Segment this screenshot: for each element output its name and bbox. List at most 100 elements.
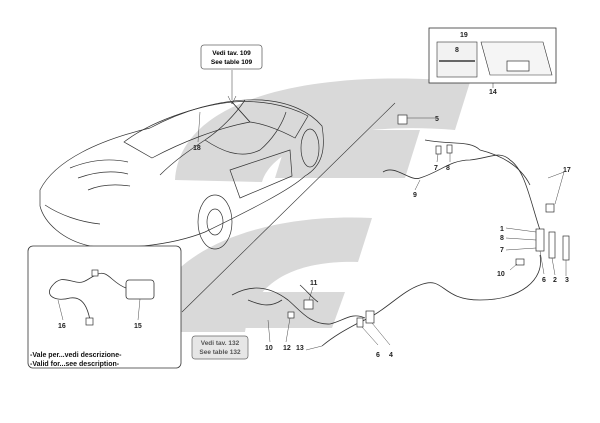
callout-11: 11 xyxy=(310,280,318,287)
ref-tag-109-en: See table 109 xyxy=(211,59,253,66)
leader-8b xyxy=(505,237,537,241)
callout-14: 14 xyxy=(489,89,497,96)
car-front-grille xyxy=(44,204,101,225)
leader-6a xyxy=(539,250,545,275)
harness-lines xyxy=(231,139,542,347)
ref-tag-132-box xyxy=(191,335,249,360)
part-19-label-band xyxy=(439,60,475,62)
watermark-bar-upper xyxy=(275,130,420,178)
validity-note-it: -Vale per...vedi descrizione- xyxy=(30,352,122,359)
callout-19-inner: 8 xyxy=(455,47,459,54)
callout-10a: 10 xyxy=(497,271,505,278)
leader-10b xyxy=(267,319,271,343)
part-19-label xyxy=(436,41,478,78)
part-14-bracket xyxy=(506,60,530,72)
ref-tag-109-it: Vedi tav. 109 xyxy=(212,50,251,57)
watermark-logo xyxy=(148,78,470,332)
callout-labels: 18 19 8 14 5 7 8 9 17 1 8 7 10 6 2 3 11 … xyxy=(58,32,571,359)
callout-7b: 7 xyxy=(500,247,504,254)
leader-10a xyxy=(509,263,518,271)
callout-6b: 6 xyxy=(376,352,380,359)
leader-1 xyxy=(505,227,537,233)
ref-tag-132: Vedi tav. 132 See table 132 xyxy=(191,335,249,360)
harness-antenna-run xyxy=(231,287,366,325)
leader-6b xyxy=(361,326,379,346)
connector-5 xyxy=(397,114,408,125)
harness-lower xyxy=(321,254,542,347)
harness-small xyxy=(247,284,319,306)
leader-15 xyxy=(137,298,141,321)
callout-5: 5 xyxy=(435,116,439,123)
inset-box-14-19 xyxy=(428,27,557,88)
leader-7b xyxy=(505,247,537,251)
car-hood-vents xyxy=(69,159,131,191)
leader-18 xyxy=(197,111,201,143)
leader-9 xyxy=(414,179,421,191)
components xyxy=(287,114,570,328)
leader-7a xyxy=(436,153,439,163)
ref-tag-132-en: See table 132 xyxy=(199,349,241,356)
callout-16: 16 xyxy=(58,323,66,330)
leader-12 xyxy=(285,317,291,343)
bracket-3 xyxy=(562,235,570,261)
callout-13: 13 xyxy=(296,345,304,352)
callout-4: 4 xyxy=(389,352,393,359)
callout-3: 3 xyxy=(565,277,569,284)
callout-17: 17 xyxy=(563,167,571,174)
watermark-arc-lower xyxy=(148,217,372,332)
callout-1: 1 xyxy=(500,226,504,233)
inset-box-15-16 xyxy=(27,245,182,369)
callout-6a: 6 xyxy=(542,277,546,284)
inset-frame-left xyxy=(27,245,182,369)
leader-17 xyxy=(547,171,565,205)
connector-7a xyxy=(435,145,442,155)
harness-9 xyxy=(382,154,541,231)
callout-leaders xyxy=(197,111,567,351)
car-cable-route xyxy=(159,99,287,176)
car-door xyxy=(229,149,293,199)
part-12 xyxy=(287,311,295,319)
watermark-bar-lower xyxy=(235,292,345,328)
car-front-wheel-hub xyxy=(206,208,224,236)
callout-15: 15 xyxy=(134,323,142,330)
leader-11 xyxy=(308,286,314,301)
ref-tag-109-box xyxy=(200,44,263,70)
leader-2 xyxy=(551,257,556,276)
leader-13 xyxy=(305,345,323,351)
harness-upper-branch xyxy=(424,139,531,186)
divider-line xyxy=(181,102,396,313)
ref-tag-132-it: Vedi tav. 132 xyxy=(201,340,240,347)
callout-12: 12 xyxy=(283,345,291,352)
car-roof-window xyxy=(231,101,309,139)
connector-8a xyxy=(446,144,453,154)
callout-8a: 8 xyxy=(446,165,450,172)
validity-note: -Vale per...vedi descrizione- -Valid for… xyxy=(30,352,122,368)
bracket-2 xyxy=(548,231,556,259)
callout-8b: 8 xyxy=(500,235,504,242)
callout-10b: 10 xyxy=(265,345,273,352)
part-4 xyxy=(365,310,375,324)
leader-4 xyxy=(371,322,391,346)
part-15-antenna xyxy=(125,279,155,300)
part-16-plug-bottom xyxy=(85,317,94,326)
callout-7a: 7 xyxy=(434,165,438,172)
callout-2: 2 xyxy=(553,277,557,284)
connector-10a xyxy=(515,258,525,266)
ref-leader-top xyxy=(227,70,237,105)
part-11 xyxy=(303,299,314,310)
leader-16 xyxy=(57,299,64,321)
connector-17 xyxy=(545,203,555,213)
part-14-liner xyxy=(480,41,553,76)
car-front-wheel xyxy=(197,194,233,250)
callout-9: 9 xyxy=(413,192,417,199)
part-6b xyxy=(356,317,364,328)
module-1 xyxy=(535,228,545,252)
callout-19: 19 xyxy=(460,32,468,39)
ref-tag-109: Vedi tav. 109 See table 109 xyxy=(200,44,263,70)
part-16-cable xyxy=(49,272,127,321)
part-16-plug-top xyxy=(91,269,99,277)
validity-note-en: -Valid for...see description- xyxy=(30,361,120,368)
callout-18: 18 xyxy=(193,145,201,152)
